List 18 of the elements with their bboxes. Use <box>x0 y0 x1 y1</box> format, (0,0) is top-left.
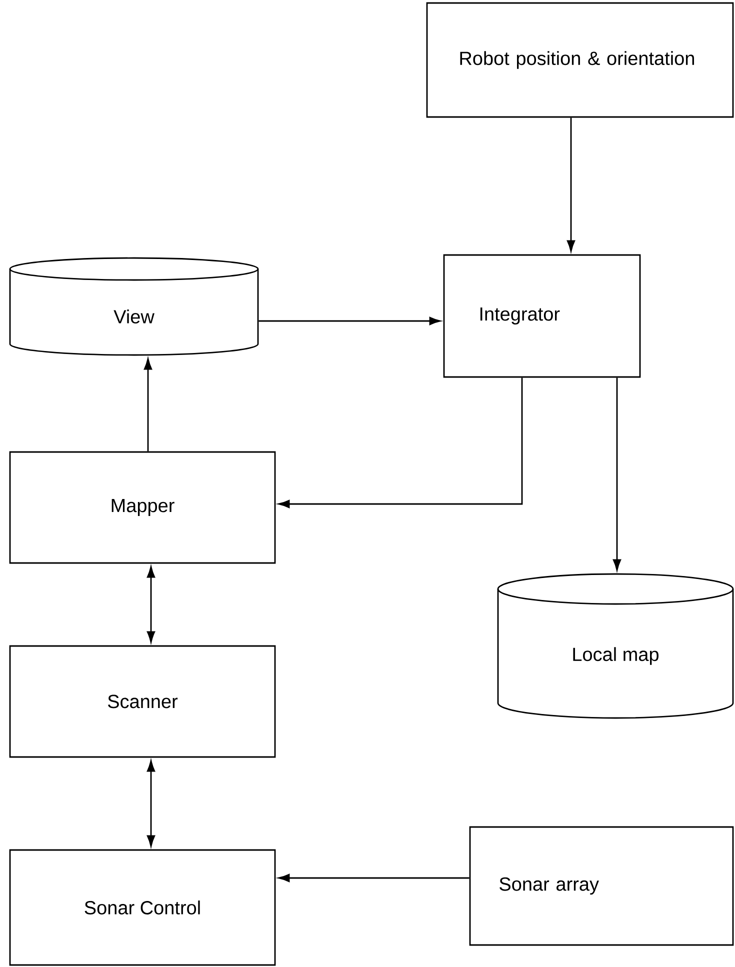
node-label: Local map <box>573 647 658 665</box>
process-box: Integrator <box>443 254 641 378</box>
arrow <box>566 118 576 252</box>
arrow <box>146 566 156 643</box>
arrow <box>258 316 441 326</box>
process-box: Sonar Control <box>9 849 276 966</box>
data-store-cylinder: View <box>9 257 259 356</box>
arrow <box>278 378 523 508</box>
process-box: Mapper <box>9 451 276 564</box>
process-box: Sonar array <box>469 826 734 946</box>
process-box: Robot position & orientation <box>426 2 734 118</box>
arrow <box>278 874 470 882</box>
arrow <box>146 760 156 847</box>
data-store-cylinder: Local map <box>497 573 734 719</box>
process-box: Scanner <box>9 645 276 758</box>
arrow <box>144 358 152 452</box>
node-label: View <box>114 310 154 324</box>
arrow <box>612 378 622 571</box>
